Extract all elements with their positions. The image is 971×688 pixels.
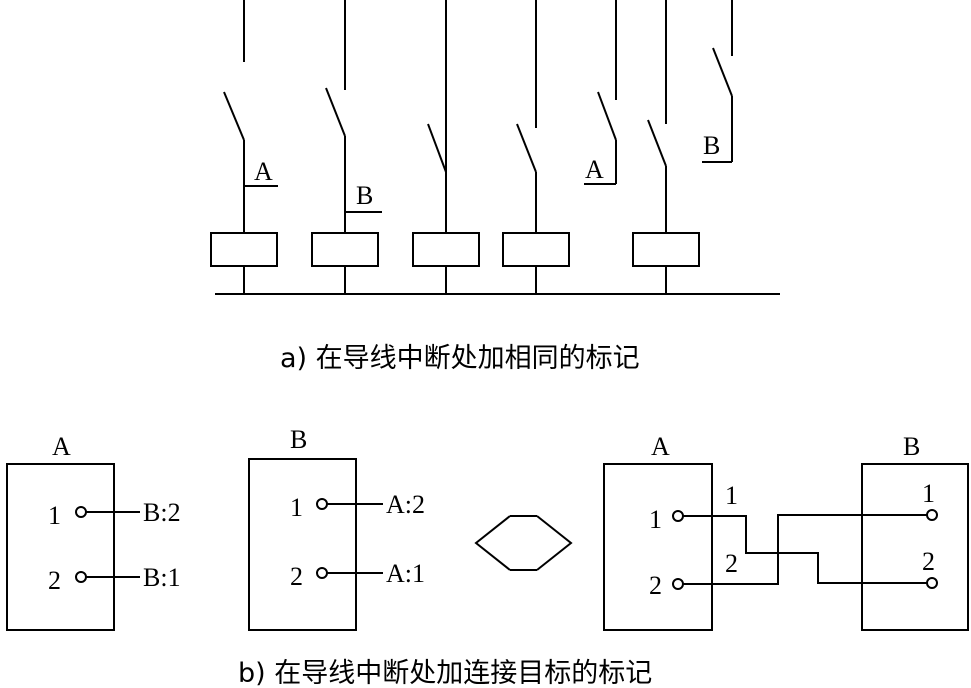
svg-text:A:2: A:2 xyxy=(386,490,425,519)
coil xyxy=(502,232,570,267)
terminal xyxy=(672,510,684,522)
block-a-right: A 1 2 xyxy=(603,432,713,631)
svg-text:2: 2 xyxy=(922,547,935,576)
terminal xyxy=(316,567,328,579)
svg-text:2: 2 xyxy=(290,562,303,591)
block-a-left: A 1 B:2 2 B:1 xyxy=(6,432,181,631)
relay-1 xyxy=(210,0,278,294)
break-label-b: B xyxy=(703,131,720,160)
relay-3 xyxy=(412,0,480,294)
svg-text:1: 1 xyxy=(290,493,303,522)
caption-b: b) 在导线中断处加连接目标的标记 xyxy=(238,658,652,688)
svg-text:1: 1 xyxy=(48,501,61,530)
switch-contact xyxy=(712,47,733,97)
terminal xyxy=(926,577,938,589)
switch-contact xyxy=(597,91,617,141)
relay-4 xyxy=(502,0,570,294)
switch-contact xyxy=(325,87,346,137)
terminal xyxy=(75,571,87,583)
break-label-a: A xyxy=(254,157,273,186)
switch-contact xyxy=(516,123,537,173)
svg-text:A: A xyxy=(52,432,71,461)
wire-label: 2 xyxy=(725,549,738,578)
break-a-upper xyxy=(584,0,617,185)
svg-text:B:2: B:2 xyxy=(143,498,181,527)
svg-text:2: 2 xyxy=(649,571,662,600)
svg-text:A: A xyxy=(651,432,670,461)
relay-2 xyxy=(311,0,382,294)
break-label-b: B xyxy=(356,181,373,210)
block-b-left: B 1 A:2 2 A:1 xyxy=(248,425,425,631)
coil xyxy=(412,232,480,267)
terminal xyxy=(316,498,328,510)
switch-contact xyxy=(223,91,245,141)
break-b-upper xyxy=(702,0,733,163)
block-b-right: B 1 2 xyxy=(861,432,969,631)
terminal xyxy=(672,578,684,590)
svg-text:1: 1 xyxy=(922,479,935,508)
connecting-wires xyxy=(683,514,927,585)
break-label-a: A xyxy=(585,155,604,184)
coil xyxy=(632,232,700,267)
diagram-b: A 1 B:2 2 B:1 B 1 A:2 2 A:1 xyxy=(6,425,969,688)
double-arrow-icon xyxy=(474,515,573,571)
terminal xyxy=(75,506,87,518)
svg-text:B: B xyxy=(290,425,307,454)
svg-text:B: B xyxy=(903,432,920,461)
terminal xyxy=(926,509,938,521)
svg-text:A:1: A:1 xyxy=(386,559,425,588)
svg-text:B:1: B:1 xyxy=(143,563,181,592)
wire-label: 1 xyxy=(725,481,738,510)
svg-text:2: 2 xyxy=(48,566,61,595)
caption-a: a) 在导线中断处加相同的标记 xyxy=(280,343,640,374)
diagram-a: A B A B a) 在导线中断处加相同的标记 xyxy=(210,0,780,374)
coil xyxy=(210,232,278,267)
svg-text:1: 1 xyxy=(649,505,662,534)
switch-contact xyxy=(427,123,447,173)
relay-5 xyxy=(632,0,700,294)
switch-contact xyxy=(647,119,667,167)
coil xyxy=(311,232,379,267)
